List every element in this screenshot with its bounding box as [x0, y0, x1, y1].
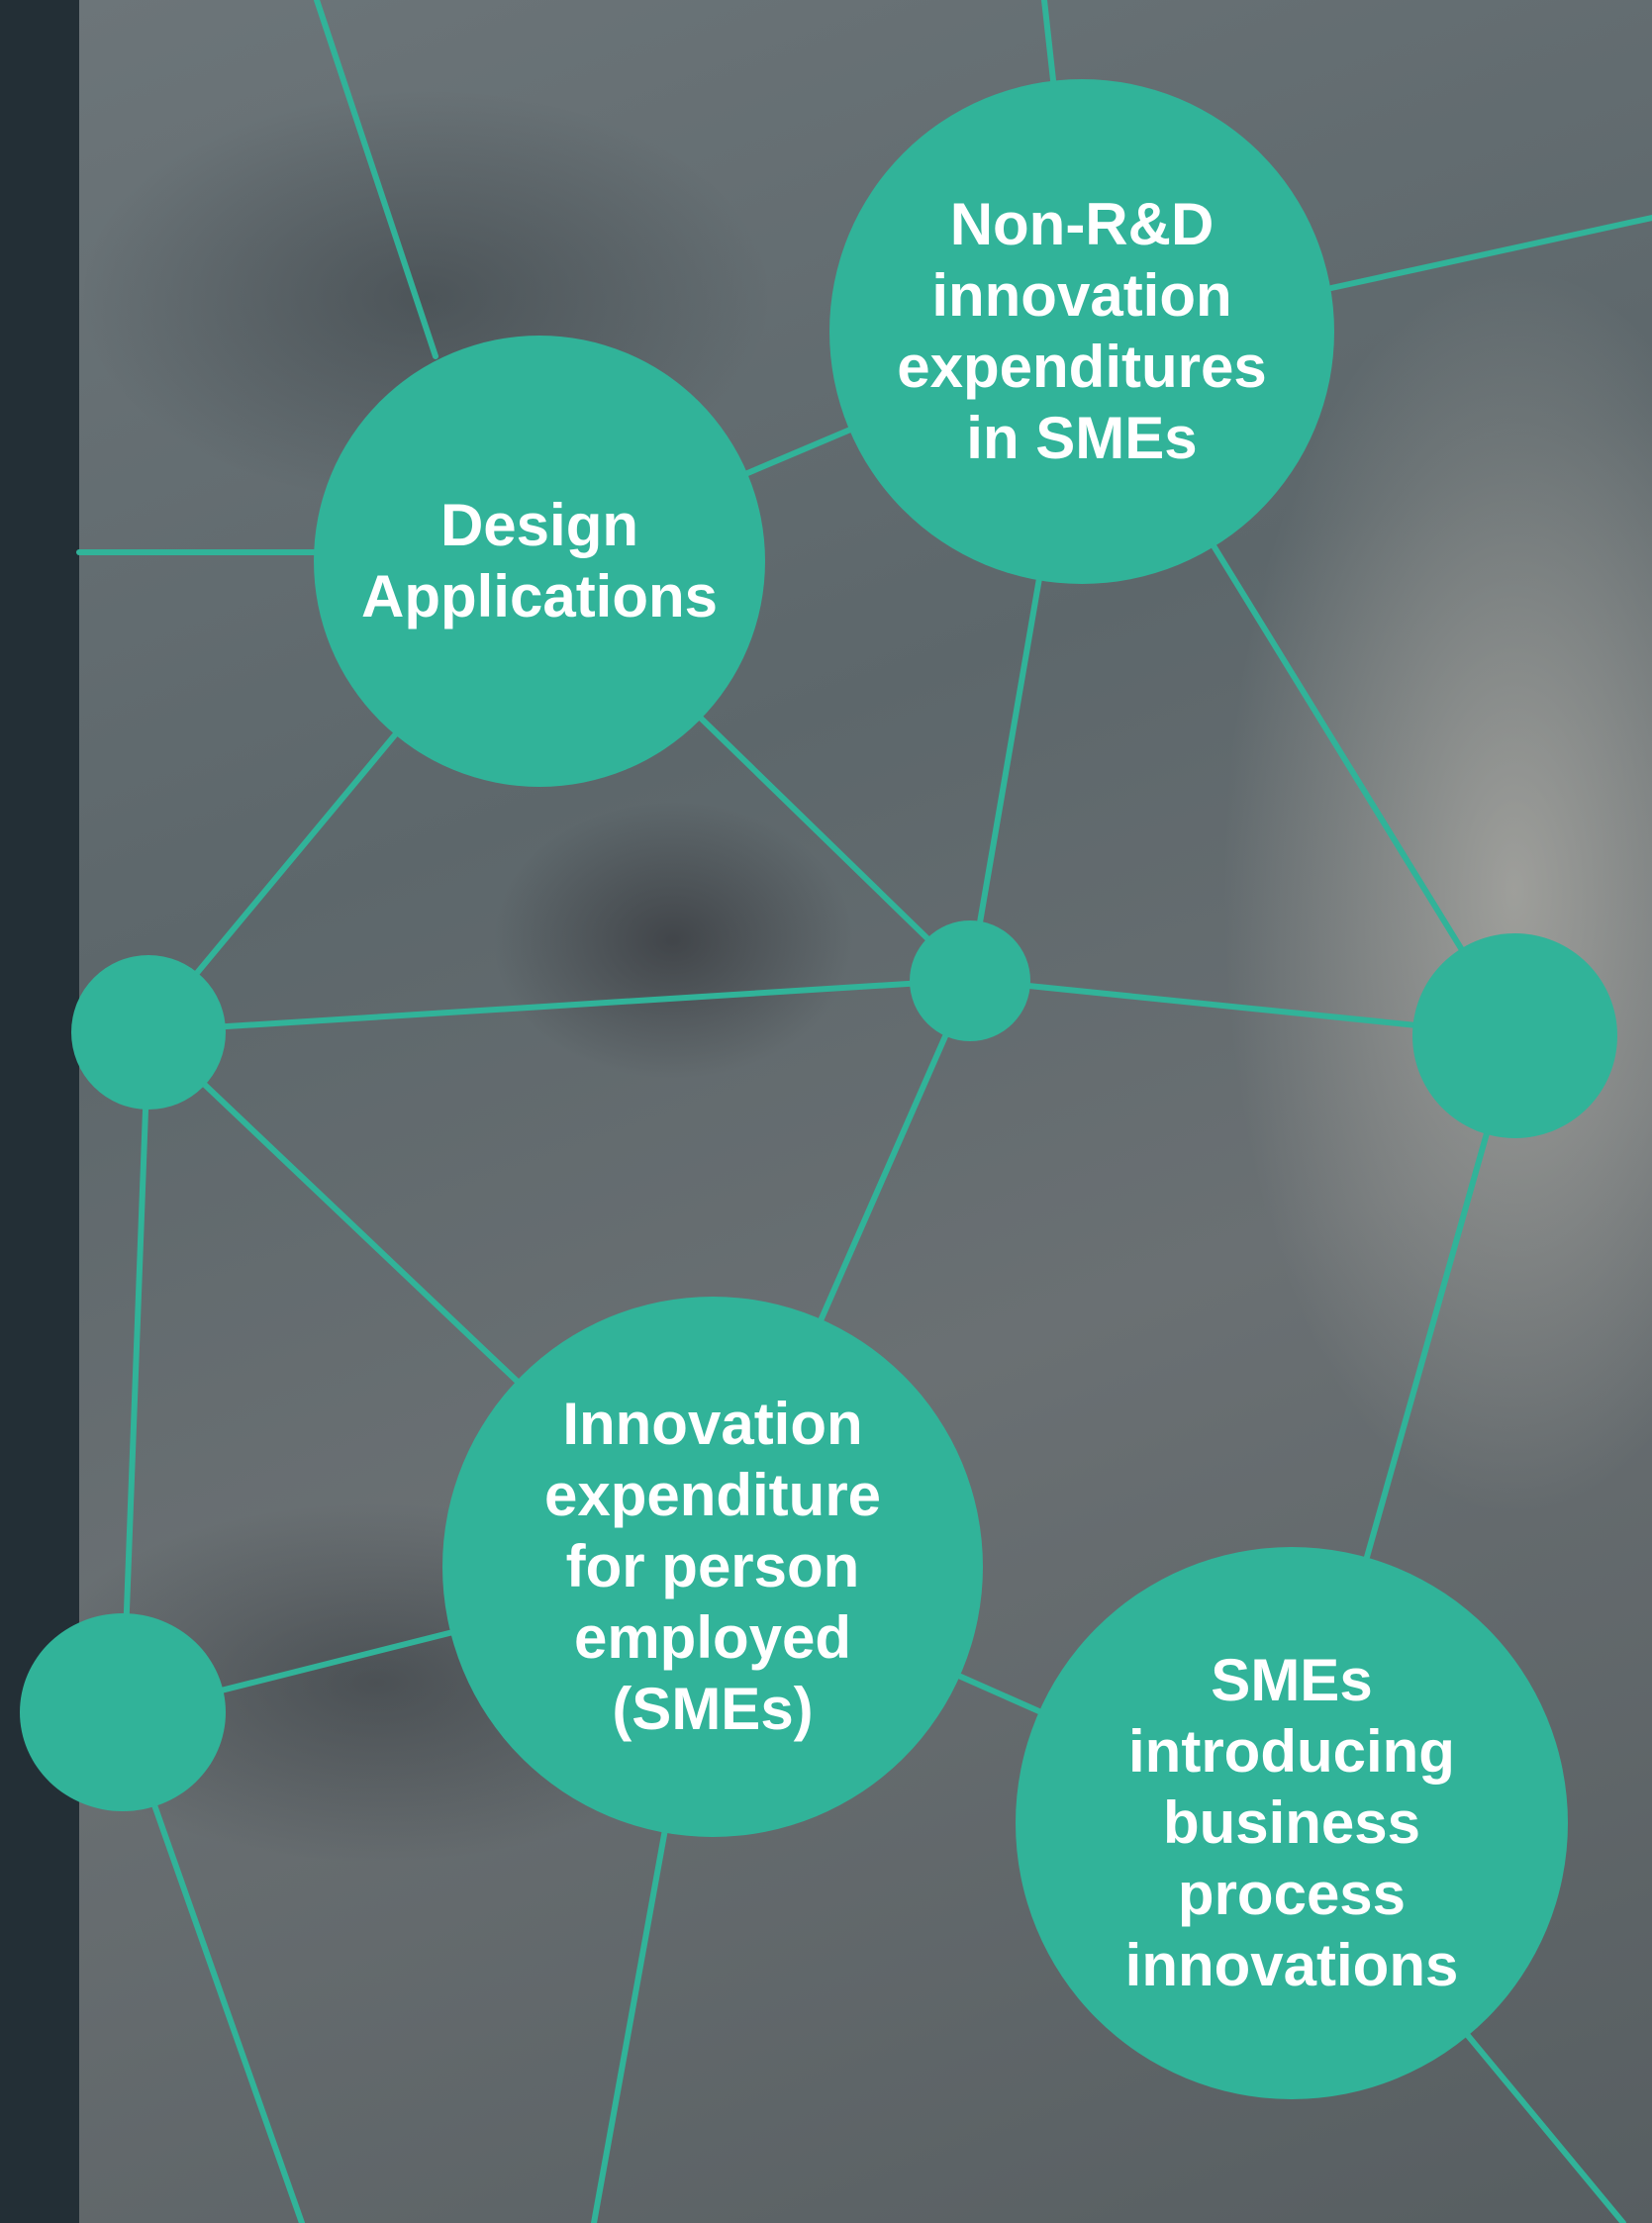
node-small: [910, 920, 1030, 1041]
edge: [120, 1028, 151, 1718]
node-design-applications: Design Applications: [314, 336, 765, 787]
edge: [1328, 215, 1652, 291]
edge: [314, 0, 438, 359]
node-innovation-expenditure-per-person: Innovation expenditure for person employ…: [442, 1297, 983, 1837]
node-non-rnd-label: Non-R&D innovation expenditures in SMEs: [897, 191, 1267, 471]
node-non-rnd-expenditures: Non-R&D innovation expenditures in SMEs: [829, 79, 1334, 584]
edge: [146, 977, 973, 1034]
node-design-label: Design Applications: [360, 492, 719, 629]
edge: [1041, 0, 1057, 92]
node-innovation-expenditure-label: Innovation expenditure for person employ…: [543, 1391, 882, 1742]
node-small: [71, 955, 226, 1110]
node-small: [20, 1613, 226, 1811]
left-dark-bar: [0, 0, 79, 2223]
node-small: [1412, 933, 1617, 1138]
node-smes-business-process: SMEs introducing business process innova…: [1016, 1547, 1568, 2099]
node-smes-business-label: SMEs introducing business process innova…: [1124, 1647, 1459, 1998]
